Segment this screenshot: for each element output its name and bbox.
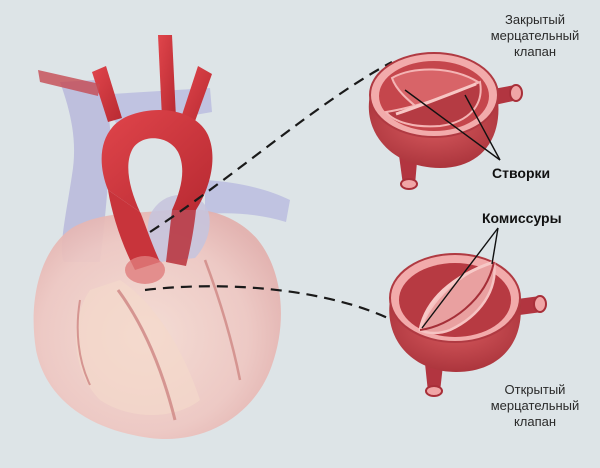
- closed-valve-label: Закрытый мерцательный клапан: [490, 12, 580, 59]
- closed-valve-coaptation: [395, 82, 477, 116]
- leader-line-closed: [149, 61, 393, 233]
- descending-aorta: [166, 210, 196, 266]
- heart-coronary-3: [76, 299, 91, 386]
- closed-valve: [368, 52, 523, 190]
- commissures-pointer-2: [491, 227, 499, 265]
- commissures-pointers: [421, 227, 499, 329]
- open-valve-label: Открытый мерцательный клапан: [490, 382, 580, 429]
- open-valve-opening: [418, 260, 496, 335]
- ascending-aorta: [108, 190, 160, 270]
- pulmonary-vessel-right: [205, 180, 290, 222]
- leaflets-pointers: [404, 89, 501, 161]
- commissures-pointer-1: [421, 227, 499, 329]
- open-valve-tube-right-end: [533, 295, 547, 313]
- commissures-label: Комиссуры: [482, 210, 562, 226]
- right-subclavian-vessel: [38, 70, 100, 96]
- brachiocephalic-artery: [92, 66, 122, 122]
- left-carotid-artery: [158, 35, 176, 118]
- leaflets-pointer-1: [404, 89, 501, 161]
- vena-cava: [60, 80, 111, 262]
- heart-coronary: [116, 289, 177, 421]
- leader-line-open: [144, 285, 393, 321]
- open-valve: [389, 253, 547, 397]
- closed-valve-tube-right-end: [509, 84, 523, 102]
- open-valve-leaflet-upper: [418, 260, 495, 331]
- left-subclavian-artery: [181, 66, 212, 124]
- aortic-root: [125, 256, 165, 284]
- leader-lines: [144, 61, 393, 321]
- open-valve-tube-bottom-end: [425, 385, 443, 397]
- aortic-arch: [101, 110, 213, 212]
- heart-coronary-2: [203, 259, 242, 381]
- open-valve-leaflet-lower: [419, 261, 495, 331]
- closed-valve-tube-bottom-end: [400, 178, 418, 190]
- leaflets-label: Створки: [492, 165, 551, 181]
- heart-ventricle-shade: [76, 280, 200, 415]
- leaflets-pointer-2: [464, 94, 501, 161]
- heart-illustration: [33, 35, 290, 440]
